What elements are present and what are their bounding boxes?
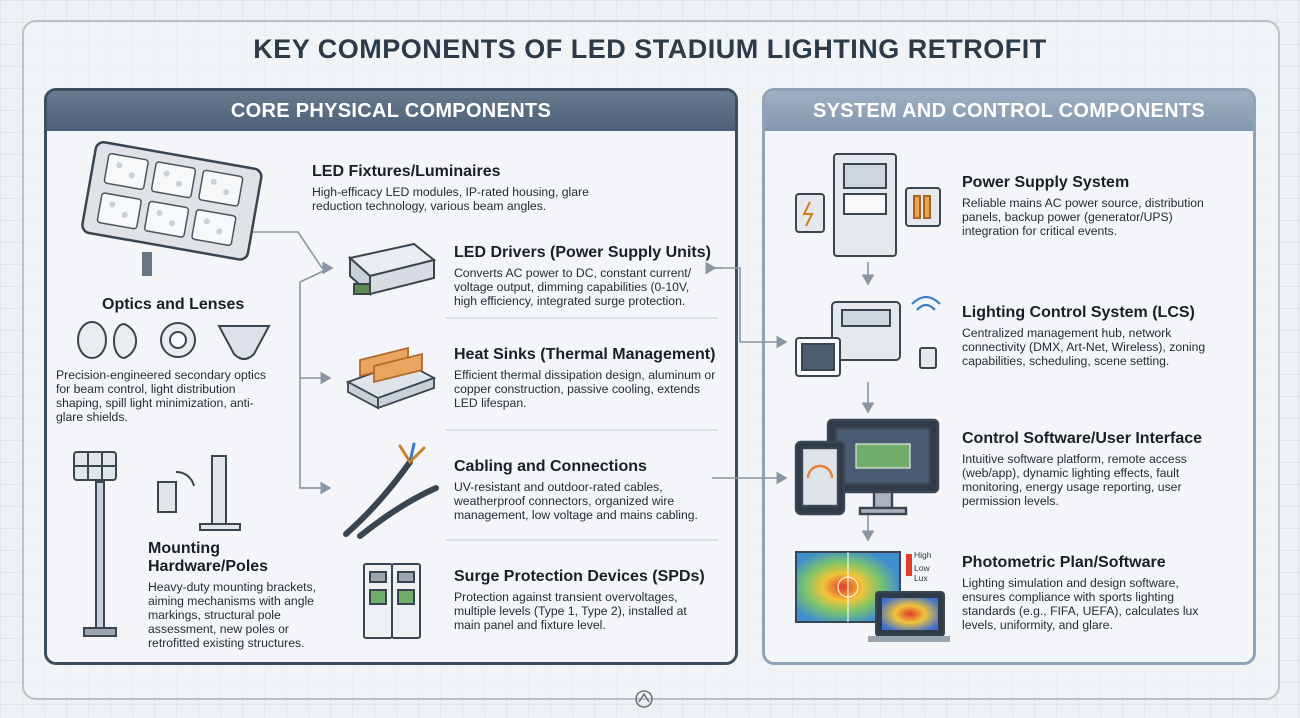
component-photometric: Photometric Plan/Software Lighting simul… (962, 554, 1224, 632)
power-panel-icon (795, 153, 941, 257)
component-heatsinks: Heat Sinks (Thermal Management) Efficien… (454, 346, 716, 410)
control-hub-icon (795, 301, 901, 377)
component-cabling: Cabling and Connections UV-resistant and… (454, 458, 718, 522)
system-panel-heading: SYSTEM AND CONTROL COMPONENTS (765, 91, 1253, 131)
mounting-bracket-icon (157, 455, 241, 531)
drivers-title: LED Drivers (Power Supply Units) (454, 244, 711, 261)
stadium-floodlight-icon (81, 140, 263, 276)
wifi-icon (911, 295, 941, 369)
heatsinks-desc: Efficient thermal dissipation design, al… (454, 368, 716, 410)
core-panel-heading: CORE PHYSICAL COMPONENTS (47, 91, 735, 131)
legend-high: High (914, 550, 932, 560)
spd-title: Surge Protection Devices (SPDs) (454, 568, 705, 585)
component-power: Power Supply System Reliable mains AC po… (962, 174, 1224, 238)
optics-desc: Precision-engineered secondary optics fo… (56, 368, 267, 424)
mounting-title: Mounting Hardware/Poles (148, 540, 269, 575)
computer-monitor-icon (794, 418, 940, 516)
legend-low: Low (914, 563, 930, 573)
component-mounting: Mounting Hardware/Poles Heavy-duty mount… (148, 540, 338, 650)
page-title: KEY COMPONENTS OF LED STADIUM LIGHTING R… (253, 34, 1047, 64)
component-fixtures: LED Fixtures/Luminaires High-efficacy LE… (312, 163, 642, 213)
spd-desc: Protection against transient overvoltage… (454, 590, 687, 632)
photometric-heatmap-icon (795, 551, 950, 642)
software-desc: Intuitive software platform, remote acce… (962, 452, 1187, 508)
logo-icon (635, 690, 653, 708)
component-optics: Optics and Lenses (56, 296, 276, 318)
power-desc: Reliable mains AC power source, distribu… (962, 196, 1204, 238)
led-driver-icon (347, 242, 437, 297)
component-lcs: Lighting Control System (LCS) Centralize… (962, 304, 1224, 368)
cabling-desc: UV-resistant and outdoor-rated cables, w… (454, 480, 698, 522)
heatsinks-title: Heat Sinks (Thermal Management) (454, 346, 716, 363)
light-pole-icon (73, 451, 117, 637)
drivers-desc: Converts AC power to DC, constant curren… (454, 266, 692, 308)
power-title: Power Supply System (962, 174, 1130, 191)
heat-sink-icon (345, 346, 437, 410)
cabling-title: Cabling and Connections (454, 458, 647, 475)
cable-icon (343, 442, 439, 539)
photometric-desc: Lighting simulation and design software,… (962, 576, 1199, 632)
component-spd: Surge Protection Devices (SPDs) Protecti… (454, 568, 716, 632)
component-software: Control Software/User Interface Intuitiv… (962, 430, 1224, 508)
lcs-title: Lighting Control System (LCS) (962, 304, 1195, 321)
component-drivers: LED Drivers (Power Supply Units) Convert… (454, 244, 712, 308)
surge-protector-icon (363, 563, 421, 639)
lens-icon (77, 321, 271, 360)
photometric-title: Photometric Plan/Software (962, 554, 1166, 571)
lcs-desc: Centralized management hub, network conn… (962, 326, 1206, 368)
mounting-desc: Heavy-duty mounting brackets, aiming mec… (148, 580, 316, 650)
software-title: Control Software/User Interface (962, 430, 1203, 447)
component-optics-desc: Precision-engineered secondary optics fo… (56, 368, 268, 424)
heatmap-legend: High Low Lux (914, 550, 931, 583)
fixtures-desc: High-efficacy LED modules, IP-rated hous… (312, 185, 589, 213)
fixtures-title: LED Fixtures/Luminaires (312, 163, 501, 180)
optics-title: Optics and Lenses (102, 296, 245, 313)
legend-lux: Lux (914, 573, 928, 583)
